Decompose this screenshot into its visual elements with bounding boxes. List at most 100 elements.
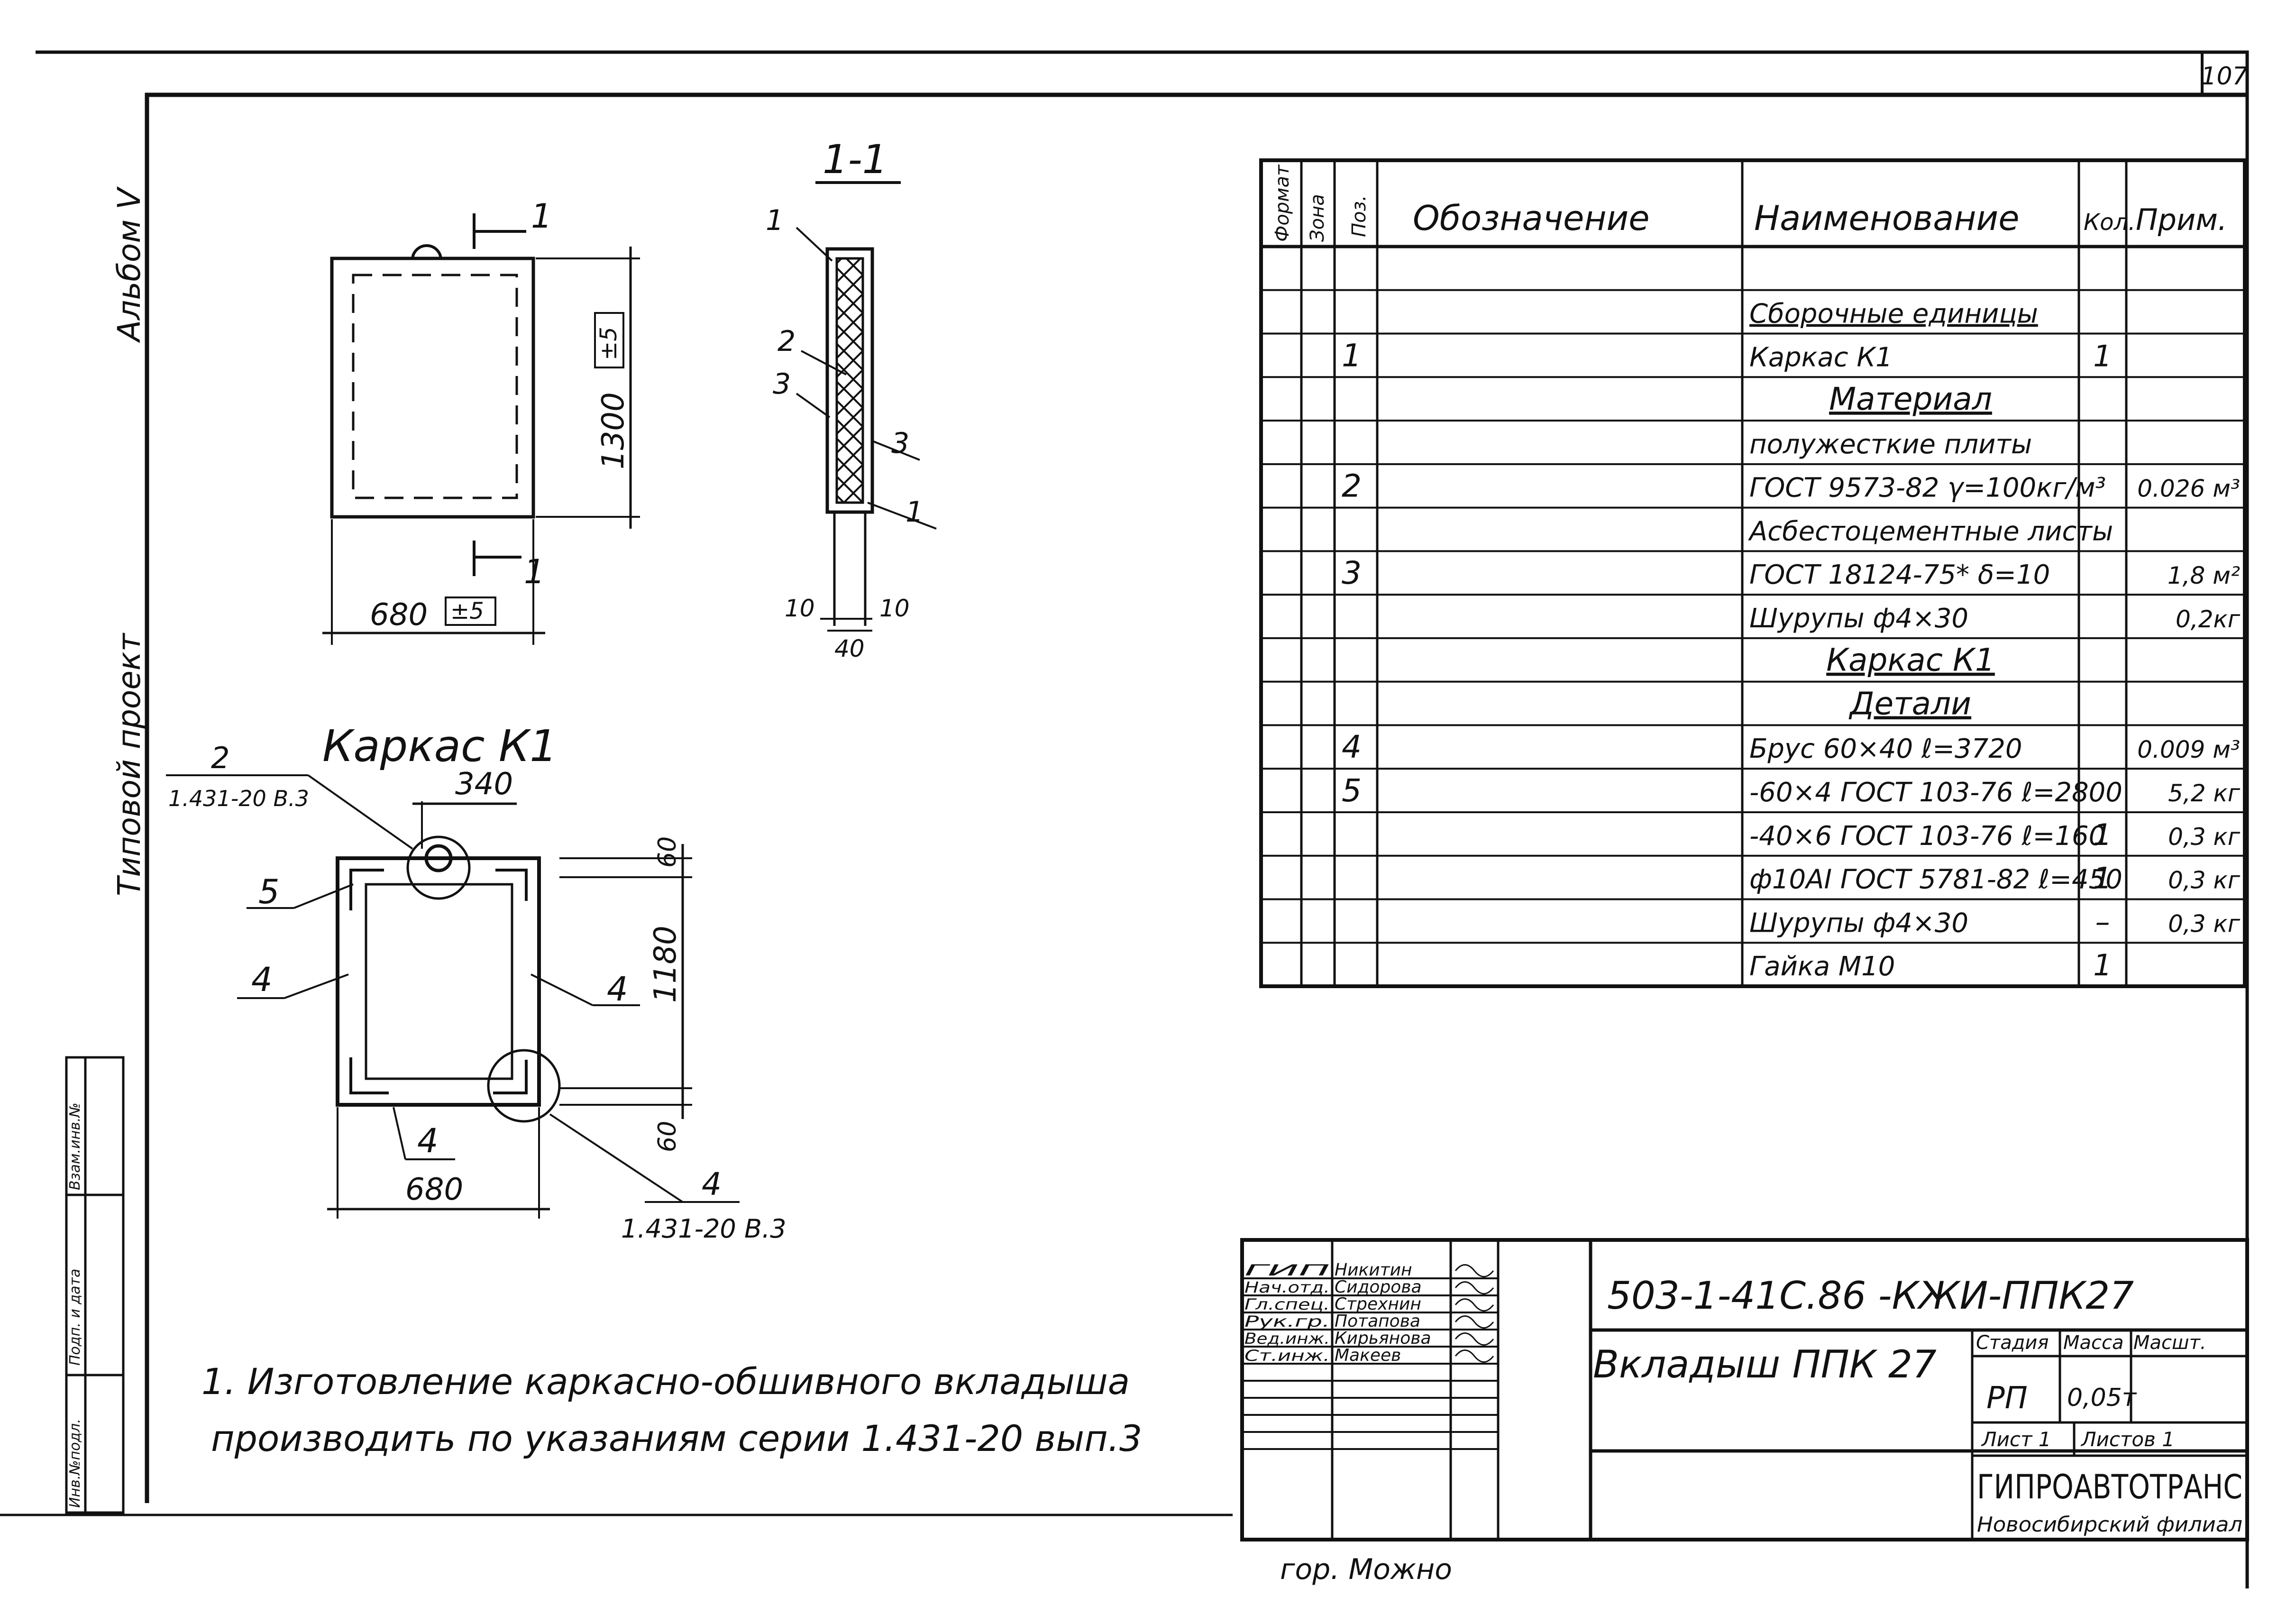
frame-dim-edge-top: 60 [653, 836, 682, 868]
header-qty: Кол. [2084, 209, 2135, 236]
note-line-1: 1. Изготовление каркасно-обшивного вклад… [201, 1360, 1130, 1403]
section-dim-left: 10 [785, 595, 815, 622]
header-designation: Обозначение [1413, 198, 1650, 238]
spec-row-note: 5,2 кг [2168, 780, 2241, 807]
tb-name: Потапова [1335, 1312, 1420, 1331]
tb-role: Нач.отд. [1244, 1278, 1330, 1296]
signature-icon [1454, 1281, 1494, 1294]
frame-pos-4-bottom: 4 [417, 1121, 439, 1160]
margin-album: Альбом V [111, 186, 147, 343]
org-branch: Новосибирский филиал [1977, 1513, 2242, 1537]
spec-row-note: 0,2кг [2176, 606, 2241, 633]
tb-name: Макеев [1335, 1346, 1401, 1365]
frame-pos-4-right: 4 [607, 970, 628, 1009]
header-zone: Зона [1307, 194, 1328, 242]
spec-row-note: 1,8 м² [2168, 562, 2240, 589]
signature-icon [1454, 1264, 1494, 1277]
tb-name: Никитин [1335, 1260, 1412, 1280]
header-pos: Поз. [1348, 195, 1370, 237]
stamp-sign: Подп. и дата [67, 1269, 83, 1366]
spec-row-name: ф10АI ГОСТ 5781-82 ℓ=450 [1749, 864, 2122, 895]
spec-row-note: 0,3 кг [2168, 867, 2241, 894]
section-dim-right: 10 [879, 595, 910, 622]
note-line-2: производить по указаниям серии 1.431-20 … [211, 1417, 1142, 1459]
spec-row-name: Детали [1848, 685, 1971, 722]
col-mass: Масса [2063, 1332, 2124, 1354]
spec-row-qty: – [2095, 904, 2110, 939]
spec-row-note: 0.009 м³ [2137, 736, 2240, 763]
frame-pos-4-left: 4 [251, 960, 273, 999]
doc-code: 503-1-41С.86 -КЖИ-ППК27 [1607, 1274, 2134, 1318]
panel-height-tol: ±5 [595, 327, 622, 360]
section-callout-3a: 3 [773, 367, 791, 401]
spec-row-name: полужесткие плиты [1749, 429, 2032, 460]
frame-dim-width: 680 [405, 1172, 463, 1207]
header-format: Формат [1271, 164, 1293, 242]
item-title: Вкладыш ППК 27 [1593, 1342, 1937, 1386]
spec-row-pos: 3 [1342, 555, 1362, 591]
tb-role: Гл.спец. [1244, 1295, 1330, 1313]
signature-icon [1454, 1298, 1494, 1312]
spec-row-note: 0.026 м³ [2137, 475, 2240, 503]
spec-row-name: Гайка М10 [1749, 951, 1895, 982]
col-scale: Масшт. [2133, 1332, 2206, 1354]
note: 1. Изготовление каркасно-обшивного вклад… [201, 1360, 1142, 1459]
signature-icon [1454, 1315, 1494, 1329]
panel-width: 680 [370, 597, 428, 633]
spec-row-name: Материал [1829, 381, 1992, 417]
spec-row-pos: 5 [1342, 772, 1362, 809]
spec-row-name: Каркас К1 [1749, 342, 1893, 373]
stage-value: РП [1986, 1381, 2028, 1416]
spec-row-note: 0,3 кг [2168, 910, 2241, 937]
frame-callout-4-ref: 1.431-20 В.3 [621, 1214, 787, 1244]
spec-row-name: Шурупы ф4×30 [1749, 908, 1968, 938]
frame-dim-top: 340 [455, 767, 513, 802]
spec-row-qty: 1 [2093, 817, 2112, 852]
sheets-label: Листов 1 [2080, 1428, 2175, 1451]
spec-row-qty: 1 [2093, 339, 2112, 373]
section-callout-3b: 3 [891, 427, 909, 460]
frame-view: Каркас К1 340 60 1180 60 680 2 1.431-20 … [166, 721, 787, 1244]
frame-callout-2-ref: 1.431-20 В.3 [168, 786, 309, 811]
org-name: ГИПРОАВТОТРАНС [1977, 1468, 2242, 1506]
signature-icon [1454, 1332, 1494, 1346]
sheet-frame: 107 [0, 50, 2249, 1588]
section-callout-1b: 1 [906, 495, 924, 529]
page-number: 107 [2201, 62, 2248, 91]
spec-row-qty: 1 [2093, 948, 2112, 982]
spec-row-note: 0,3 кг [2168, 823, 2241, 851]
signature-icon [1454, 1349, 1494, 1363]
panel-height: 1300 [596, 392, 631, 469]
spec-row-qty: 1 [2093, 861, 2112, 896]
section-mark-top: 1 [531, 197, 552, 236]
spec-row-name: Сборочные единицы [1749, 299, 2038, 330]
tb-name: Стрехнин [1335, 1294, 1421, 1314]
tb-name: Кирьянова [1335, 1329, 1431, 1348]
panel-view: 1 1 1300 ±5 680 ±5 [322, 197, 640, 645]
section-callout-2: 2 [778, 325, 796, 358]
section-mark-bottom: 1 [524, 552, 545, 591]
spec-row-pos: 4 [1342, 729, 1362, 765]
mass-value: 0,05т [2067, 1384, 2137, 1412]
section-view: 1-1 10 10 40 1 2 3 3 1 [766, 136, 937, 662]
tb-role: Вед.инж. [1244, 1330, 1330, 1348]
spec-row-name: ГОСТ 9573-82 γ=100кг/м³ [1749, 473, 2106, 504]
left-margin: Альбом V Типовой проект Инв.№подл. Подп.… [65, 186, 147, 1514]
frame-pos-4-detail: 4 [702, 1166, 722, 1202]
tb-role: ГИП [1244, 1261, 1330, 1279]
header-name: Наименование [1754, 198, 2020, 238]
sheet-label: Лист 1 [1981, 1428, 2051, 1451]
tb-role: Ст.инж. [1244, 1347, 1330, 1365]
frame-title: Каркас К1 [322, 721, 558, 771]
frame-pos-5: 5 [258, 872, 280, 911]
frame-dim-edge-bottom: 60 [653, 1121, 682, 1152]
stamp-replace: Взам.инв.№ [67, 1102, 83, 1190]
spec-row-name: -40×6 ГОСТ 103-76 ℓ=160 [1749, 821, 2105, 852]
spec-row-name: Брус 60×40 ℓ=3720 [1749, 734, 2022, 764]
spec-row-name: Шурупы ф4×30 [1749, 603, 1968, 634]
spec-row-name: Каркас К1 [1826, 642, 1995, 679]
